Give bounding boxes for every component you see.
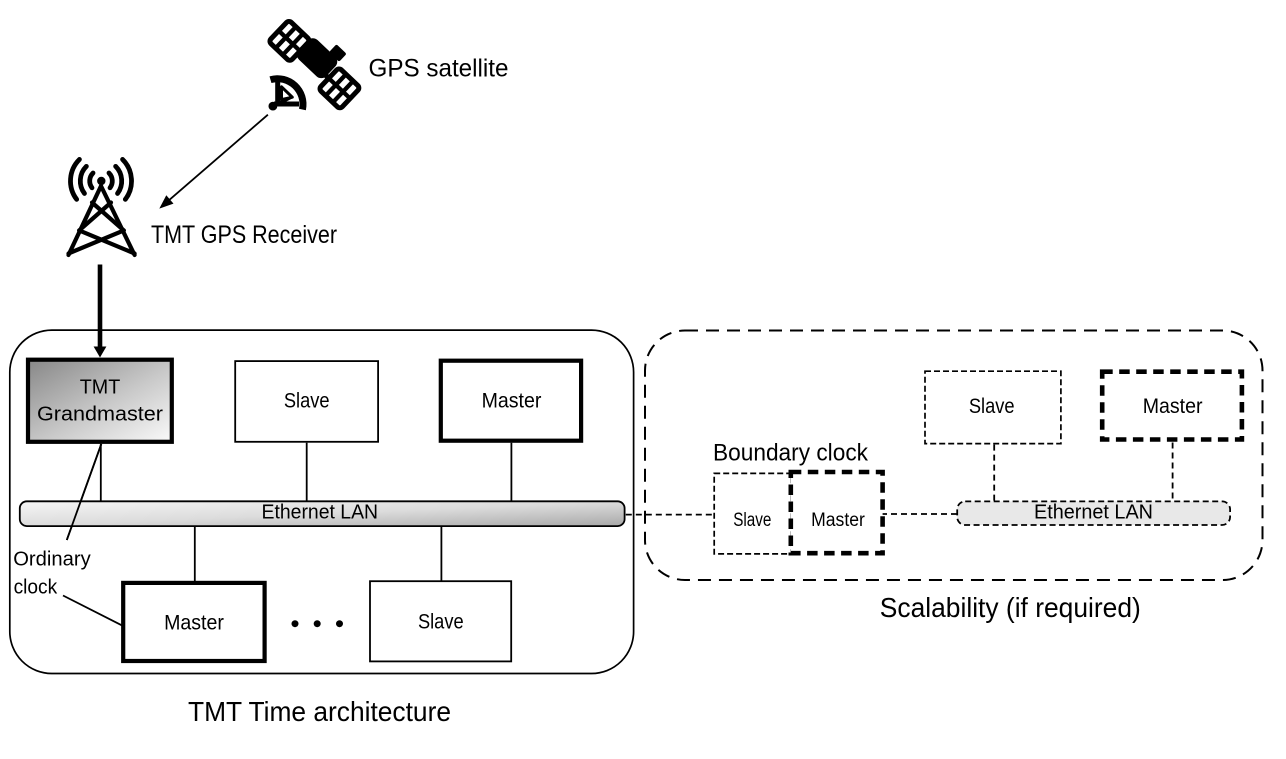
svg-text:Master: Master	[164, 610, 224, 635]
svg-text:TMT Time architecture: TMT Time architecture	[188, 696, 451, 727]
svg-text:TMT GPS Receiver: TMT GPS Receiver	[151, 222, 337, 249]
svg-text:Boundary clock: Boundary clock	[713, 440, 869, 467]
svg-text:Slave: Slave	[418, 609, 464, 634]
svg-text:Master: Master	[811, 510, 865, 531]
svg-text:Slave: Slave	[733, 510, 771, 531]
svg-text:TMT: TMT	[80, 375, 121, 398]
svg-text:GPS satellite: GPS satellite	[369, 55, 509, 83]
svg-text:Scalability (if required): Scalability (if required)	[880, 592, 1141, 623]
svg-text:Ethernet LAN: Ethernet LAN	[262, 501, 379, 524]
svg-text:Ordinary: Ordinary	[13, 547, 91, 570]
svg-text:Slave: Slave	[284, 388, 330, 413]
svg-text:Master: Master	[482, 388, 542, 413]
svg-text:clock: clock	[14, 576, 58, 599]
svg-text:Slave: Slave	[969, 393, 1015, 418]
svg-text:Grandmaster: Grandmaster	[37, 403, 163, 426]
svg-text:Master: Master	[1143, 393, 1203, 418]
svg-text:Ethernet LAN: Ethernet LAN	[1034, 501, 1153, 524]
